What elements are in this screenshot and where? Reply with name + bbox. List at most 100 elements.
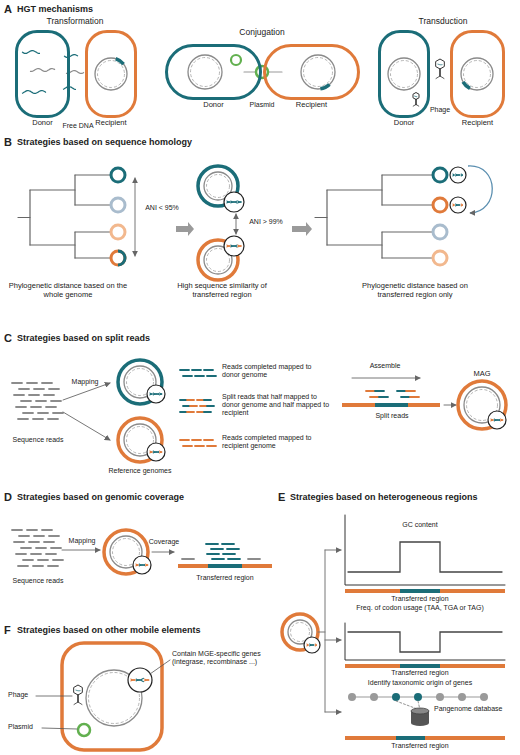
annotation: Pangenome database <box>434 705 514 713</box>
cell: Recipient <box>450 30 505 118</box>
mechanism-title: Transduction <box>398 17 488 27</box>
phage <box>74 685 83 695</box>
chromosome <box>207 175 230 198</box>
sequence-read <box>16 553 26 555</box>
sequence-read <box>31 406 41 408</box>
chromosome <box>191 58 220 87</box>
chromosome <box>98 61 125 88</box>
gene-dot <box>392 693 400 701</box>
read <box>200 405 207 407</box>
plasmid <box>231 55 241 65</box>
sequence-read <box>38 412 48 414</box>
arrow <box>325 712 341 713</box>
dna-strand <box>150 394 153 395</box>
block-arrow <box>176 222 194 236</box>
genome-bar <box>342 403 440 407</box>
sequence-read <box>33 565 43 567</box>
dna-strand <box>22 51 40 54</box>
read <box>375 390 384 392</box>
zoom-circle <box>450 167 466 183</box>
panel-heading: HGT mechanisms <box>17 4 93 14</box>
read <box>180 399 187 401</box>
chromosome <box>124 366 156 398</box>
zoom-circle <box>488 411 506 429</box>
tree-branch <box>75 231 111 232</box>
chromosome <box>188 55 222 89</box>
phage-tail <box>439 69 441 76</box>
dna-strand <box>491 420 494 421</box>
read <box>180 369 189 371</box>
dna-strand <box>227 202 231 203</box>
sequence-read <box>49 388 59 390</box>
read <box>204 411 211 413</box>
sequence-read <box>51 547 61 549</box>
genome-cell <box>282 614 318 650</box>
dna-strand <box>453 175 455 176</box>
step-line <box>348 542 502 572</box>
leader-line <box>150 660 170 674</box>
read <box>401 396 410 398</box>
transferred-segment <box>320 83 331 90</box>
arrow <box>63 383 110 400</box>
cell: Donor <box>165 44 262 100</box>
sequence-read <box>14 541 24 543</box>
tree-branch <box>29 190 30 245</box>
read <box>370 396 379 398</box>
arrow <box>352 378 420 379</box>
panel-heading: Strategies based on heterogeneous region… <box>290 492 478 502</box>
tree-branch <box>382 257 433 258</box>
read <box>227 548 239 550</box>
sequence-read <box>19 388 29 390</box>
axis <box>345 623 505 660</box>
sequence-read <box>27 382 37 384</box>
cell: Recipient <box>85 30 137 118</box>
read <box>195 375 204 377</box>
dna-strand <box>139 565 145 566</box>
dna-strand <box>136 680 144 682</box>
read <box>222 543 234 545</box>
annotation: Transferred region <box>380 595 460 603</box>
read <box>192 439 201 441</box>
dna-strand <box>231 202 238 203</box>
read <box>180 439 189 441</box>
panel-heading: Strategies based on other mobile element… <box>17 625 201 635</box>
sequence-read <box>44 394 54 396</box>
caption: Sequence reads <box>6 577 70 585</box>
read <box>207 445 216 447</box>
cell: Donor <box>378 30 430 118</box>
callout-label: Phage <box>423 106 457 114</box>
transferred-region-bar <box>400 589 440 593</box>
tree-leaf <box>433 251 447 265</box>
transferred-segment <box>461 81 470 90</box>
phage <box>413 93 419 100</box>
tree-branch <box>74 232 75 258</box>
tree-branch <box>75 257 111 258</box>
sequence-read <box>29 541 39 543</box>
read <box>406 390 415 392</box>
dna-strand <box>136 565 139 566</box>
zoom-circle <box>147 443 165 461</box>
cell <box>62 643 162 750</box>
read <box>183 375 192 377</box>
dna-strand <box>455 205 460 206</box>
leader-line <box>36 696 72 697</box>
sequence-read <box>19 535 29 537</box>
genome-bar <box>345 736 505 740</box>
mechanism-title: Transformation <box>30 17 120 27</box>
tree-branch <box>382 174 433 175</box>
chromosome <box>391 61 418 88</box>
read <box>204 399 211 401</box>
mechanism-title: Conjugation <box>222 28 302 38</box>
read <box>397 390 406 392</box>
read <box>207 405 214 407</box>
dna-strand <box>144 680 149 681</box>
read <box>197 399 204 401</box>
read <box>207 375 216 377</box>
dna-strand <box>238 246 242 247</box>
sequence-read <box>42 529 52 531</box>
zoom-circle <box>304 637 320 653</box>
tree-branch <box>18 217 30 218</box>
zoom-circle <box>147 385 165 403</box>
dna-strand <box>414 96 417 98</box>
annotation: Reads completed mapped to donor genome <box>222 363 322 379</box>
